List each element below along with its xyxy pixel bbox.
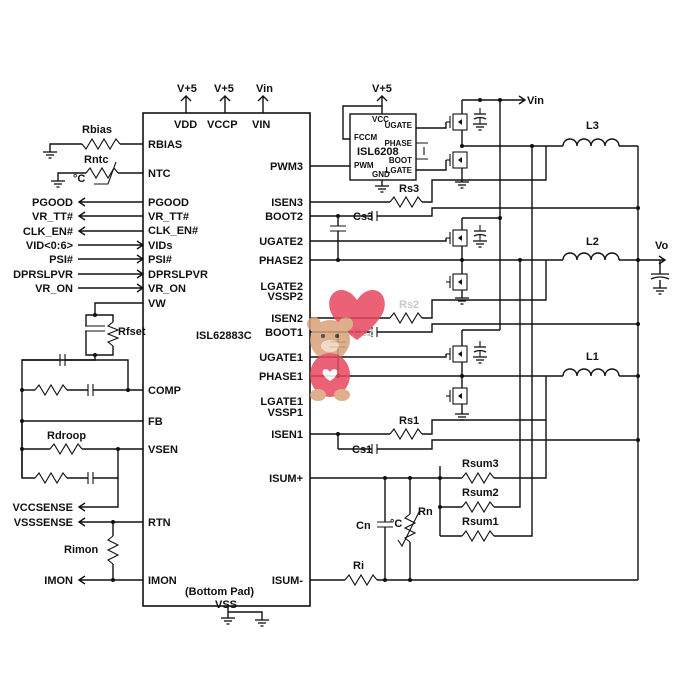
pin-vss: VSS xyxy=(215,599,237,611)
controller-body xyxy=(142,112,311,607)
pin-lgate1: LGATE1 xyxy=(260,396,303,408)
pin-lgate2: LGATE2 xyxy=(260,281,303,293)
pin-clk-en: CLK_EN# xyxy=(148,225,198,237)
driver-pin-gnd: GND xyxy=(372,170,390,179)
pin-ntc: NTC xyxy=(148,168,171,180)
vin-rail-label: Vin xyxy=(527,95,544,107)
driver-supply: V+5 xyxy=(372,83,392,95)
label-rfset: Rfset xyxy=(118,326,146,338)
controller-name: ISL62883C xyxy=(196,330,252,342)
supply-vin: Vin xyxy=(256,83,273,95)
pin-vr-on: VR_ON xyxy=(148,283,186,295)
label-rsum2: Rsum2 xyxy=(462,487,499,499)
label-cn: Cn xyxy=(356,520,371,532)
label-rsum1: Rsum1 xyxy=(462,516,499,528)
label-rs2: Rs2 xyxy=(399,299,419,311)
bottom-pad-label: (Bottom Pad) xyxy=(185,586,254,598)
pin-boot1: BOOT1 xyxy=(265,327,303,339)
label-ntc-temp: °C xyxy=(73,173,85,185)
pin-vssp1: VSSP1 xyxy=(268,407,303,419)
pin-isum-minus: ISUM- xyxy=(272,575,304,587)
driver-pin-ugate: UGATE xyxy=(385,121,413,130)
pin-dprslpvr: DPRSLPVR xyxy=(148,269,208,281)
sig-clk-en: CLK_EN# xyxy=(23,226,73,238)
sig-vr-on: VR_ON xyxy=(35,283,73,295)
label-l2: L2 xyxy=(586,236,599,248)
pin-isen1: ISEN1 xyxy=(271,429,303,441)
driver-pin-vcc: VCC xyxy=(372,115,389,124)
pin-vw: VW xyxy=(148,298,166,310)
pin-rbias: RBIAS xyxy=(148,139,182,151)
pin-vccp: VCCP xyxy=(207,119,238,131)
label-ri: Ri xyxy=(353,560,364,572)
pin-vids: VIDs xyxy=(148,240,172,252)
label-rs3: Rs3 xyxy=(399,183,419,195)
pin-vssp2: VSSP2 xyxy=(268,291,303,303)
label-rimon: Rimon xyxy=(64,544,99,556)
label-rn-temp: °C xyxy=(390,518,402,530)
label-rn: Rn xyxy=(418,506,433,518)
sig-vid: VID<0:6> xyxy=(26,240,73,252)
pin-boot2: BOOT2 xyxy=(265,211,303,223)
pin-vsen: VSEN xyxy=(148,444,178,456)
label-rdroop: Rdroop xyxy=(47,430,86,442)
sig-imon: IMON xyxy=(44,575,73,587)
driver-pin-lgate: LGATE xyxy=(385,166,412,175)
pin-isen2: ISEN2 xyxy=(271,313,303,325)
supply-vdd: V+5 xyxy=(177,83,197,95)
label-rbias: Rbias xyxy=(82,124,112,136)
supply-vccp: V+5 xyxy=(214,83,234,95)
sig-psi: PSI# xyxy=(49,254,73,266)
vout-label: Vo xyxy=(655,240,669,252)
driver-name: ISL6208 xyxy=(357,146,399,158)
pin-vin: VIN xyxy=(252,119,270,131)
pin-comp: COMP xyxy=(148,385,181,397)
pin-phase2: PHASE2 xyxy=(259,255,303,267)
pin-rtn: RTN xyxy=(148,517,171,529)
sig-vsssense: VSSSENSE xyxy=(14,517,73,529)
sig-pgood: PGOOD xyxy=(32,197,73,209)
pin-vr-tt: VR_TT# xyxy=(148,211,189,223)
label-rntc: Rntc xyxy=(84,154,108,166)
label-l3: L3 xyxy=(586,120,599,132)
label-rsum3: Rsum3 xyxy=(462,458,499,470)
label-cs1: Cs1 xyxy=(352,444,372,456)
label-rs1: Rs1 xyxy=(399,415,419,427)
driver-pin-phase: PHASE xyxy=(384,139,412,148)
sig-vr-tt: VR_TT# xyxy=(32,211,73,223)
driver-pin-pwm: PWM xyxy=(354,161,374,170)
driver-pin-boot: BOOT xyxy=(389,156,412,165)
sig-dprslpvr: DPRSLPVR xyxy=(13,269,73,281)
label-l1: L1 xyxy=(586,351,599,363)
pin-fb: FB xyxy=(148,416,163,428)
label-cs3: Cs3 xyxy=(353,211,373,223)
watermark-teddy-bear xyxy=(307,289,385,401)
pin-pgood: PGOOD xyxy=(148,197,189,209)
pin-isen3: ISEN3 xyxy=(271,197,303,209)
pin-phase1: PHASE1 xyxy=(259,371,303,383)
driver-pin-fccm: FCCM xyxy=(354,133,377,142)
pin-pwm3: PWM3 xyxy=(270,161,303,173)
driver-body xyxy=(349,113,417,181)
pin-ugate1: UGATE1 xyxy=(259,352,303,364)
pin-psi: PSI# xyxy=(148,254,172,266)
pin-imon: IMON xyxy=(148,575,177,587)
pin-isum-plus: ISUM+ xyxy=(269,473,303,485)
sig-vccsense: VCCSENSE xyxy=(12,502,73,514)
pin-vdd: VDD xyxy=(174,119,197,131)
pin-ugate2: UGATE2 xyxy=(259,236,303,248)
